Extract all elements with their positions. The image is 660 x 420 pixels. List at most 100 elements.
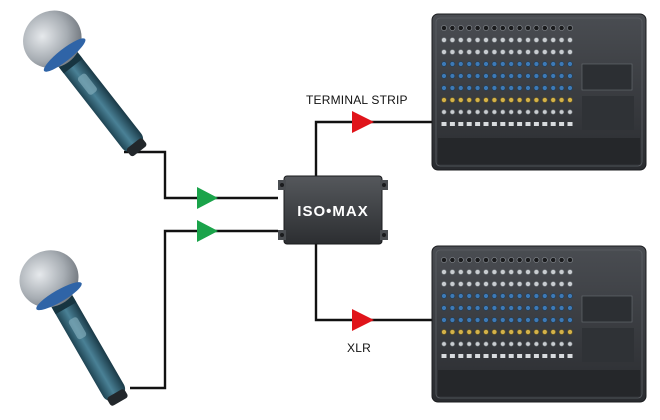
mixer-knob (542, 341, 548, 347)
mixer-knob (441, 73, 447, 79)
mixer-knob (474, 317, 481, 323)
mixer-knob (508, 37, 514, 43)
mixer-knob (449, 341, 455, 347)
mixer-knob (458, 109, 464, 115)
mixer-knob (491, 73, 498, 79)
mixer-knob (567, 305, 573, 311)
mixer-knob (441, 293, 447, 299)
mixer-knob (525, 97, 531, 103)
mixer-knob (525, 317, 531, 323)
mixer-knob (516, 73, 523, 79)
mixer-knob (491, 25, 498, 31)
mixer-button (466, 354, 472, 358)
mixer-knob (550, 61, 556, 67)
mixer-knob (558, 293, 565, 299)
mixer-knob (558, 85, 565, 91)
microphone-icon (19, 250, 128, 406)
mixer-knob (508, 269, 514, 275)
mixer-knob (542, 73, 548, 79)
mixer-knob (475, 341, 481, 347)
mixer-console (431, 13, 647, 171)
mixer-knob (458, 61, 464, 67)
mixer-knob (559, 109, 565, 115)
mixer-knob (474, 329, 481, 335)
mixer-knob (475, 109, 481, 115)
mixer-button (517, 354, 523, 358)
mixer-button (550, 354, 556, 358)
mixer-knob (533, 317, 540, 323)
output-arrow-xlr (352, 309, 374, 331)
mixer-knob (441, 49, 447, 55)
mixer-knob (466, 341, 472, 347)
terminal-strip-label: TERMINAL STRIP (306, 93, 408, 107)
mixer-knob (525, 293, 531, 299)
mixer-knob (542, 109, 548, 115)
mixer-knob (466, 61, 472, 67)
cable-mic2-to-isomax (130, 229, 278, 390)
mixer-knob (483, 293, 489, 299)
mixer-knob (441, 257, 447, 263)
cable-mic1-to-isomax (124, 150, 278, 200)
mixer-knob (567, 73, 573, 79)
mixer-knob (558, 25, 565, 31)
mixer-knob (466, 305, 472, 311)
mixer-knob (525, 49, 531, 55)
mixer-button (449, 122, 455, 126)
mixer-knob (525, 341, 531, 347)
mixer-knob (499, 25, 506, 31)
mixer-knob (474, 25, 481, 31)
mixer-knob (474, 293, 481, 299)
mixer-knob (500, 341, 506, 347)
mixer-knob (525, 269, 531, 275)
mixer-button (550, 122, 556, 126)
mixer-knob (516, 49, 523, 55)
mixer-button (491, 122, 497, 126)
mixer-button (542, 122, 548, 126)
mixer-knob (525, 61, 531, 67)
mixer-knob (483, 37, 489, 43)
mixer-button (483, 122, 489, 126)
mixer-knob (483, 85, 489, 91)
mixer-knob (458, 317, 464, 323)
mixer-button (475, 354, 481, 358)
mixer-button (441, 122, 447, 126)
mixer-knob (558, 73, 565, 79)
mixer-knob (491, 61, 498, 67)
mixer-knob (508, 257, 515, 263)
mixer-knob (542, 317, 548, 323)
mixer-knob (500, 317, 506, 323)
mixer-knob (483, 73, 489, 79)
mixer-knob (458, 281, 464, 287)
mixer-knob (525, 329, 531, 335)
mixer-knob (533, 293, 540, 299)
mixer-button (483, 354, 489, 358)
mixer-knob (558, 37, 565, 43)
mixer-knob (508, 109, 514, 115)
mixer-knob (441, 281, 447, 287)
mixer-knob (483, 61, 489, 67)
cable-isomax-to-terminal-strip (314, 120, 432, 176)
mixer-knob (491, 293, 498, 299)
mixer-knob (516, 257, 523, 263)
mixer-knob (517, 109, 523, 115)
mixer-knob (491, 37, 498, 43)
mixer-button (559, 122, 565, 126)
mixer-knob (525, 73, 531, 79)
mixer-knob (474, 73, 481, 79)
mixer-knob (558, 281, 565, 287)
mixer-knob (483, 257, 489, 263)
cables (124, 120, 432, 390)
mixer-knob (567, 85, 573, 91)
mixer-knob (499, 257, 506, 263)
mixer-knob (466, 293, 472, 299)
mixer-knob (474, 257, 481, 263)
mixer-knob (500, 281, 506, 287)
mixer-knob (550, 329, 556, 335)
mixer-button (508, 354, 514, 358)
mixer-knob (558, 257, 565, 263)
mixer-knob (550, 49, 556, 55)
mixer-knob (516, 25, 523, 31)
mixer-knob (542, 61, 548, 67)
mixer-knob (483, 269, 489, 275)
